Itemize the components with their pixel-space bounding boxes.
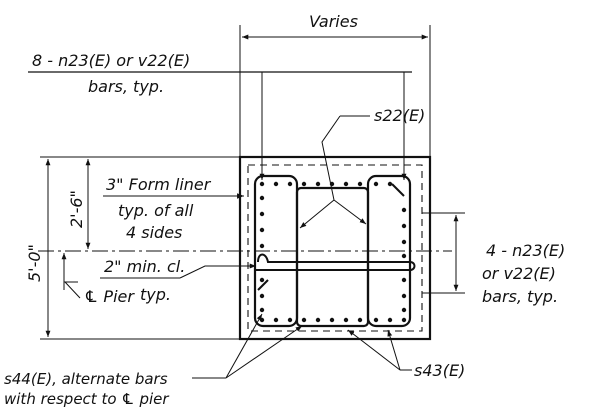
rebar-dots [259, 181, 407, 323]
stirrup-hoops [253, 174, 416, 328]
label-s22: s22(E) [374, 106, 425, 125]
label-dim-5-0: 5'-0" [25, 244, 44, 282]
label-right-bars-1: 4 - n23(E) [486, 241, 565, 260]
s44-leaders [192, 313, 303, 379]
label-pier-cl: ℄ Pier [84, 287, 135, 306]
label-right-bars-3: bars, typ. [482, 287, 558, 306]
label-min-clear-1: 2" min. cl. [104, 257, 185, 276]
label-dim-2-6: 2'-6" [67, 190, 86, 228]
form-liner-outline [247, 164, 423, 332]
label-form-liner-3: 4 sides [126, 223, 182, 242]
right-bars-leader [422, 212, 465, 294]
label-form-liner-2: typ. of all [118, 201, 194, 220]
label-min-clear-2: typ. [140, 285, 171, 304]
pier-cl-leader [61, 253, 81, 299]
label-varies: Varies [309, 12, 358, 31]
center-hoop [295, 186, 370, 328]
label-form-liner-1: 3" Form liner [106, 175, 212, 194]
label-top-bars-1: 8 - n23(E) or v22(E) [32, 51, 190, 70]
label-right-bars-2: or v22(E) [482, 264, 556, 283]
min-clear-leader [100, 263, 256, 279]
top-bars-leader [28, 71, 412, 180]
pier-outline [238, 155, 432, 341]
s22-leaders [299, 115, 370, 229]
label-s44-1: s44(E), alternate bars [4, 370, 168, 388]
cross-tie-upper [257, 253, 410, 263]
hook-bl [257, 279, 269, 291]
label-s43: s43(E) [414, 361, 465, 380]
label-top-bars-2: bars, typ. [88, 77, 164, 96]
s43-leaders [347, 329, 412, 371]
dim-5-0 [40, 156, 240, 340]
cross-tie-lower [256, 261, 416, 271]
varies-dimension [239, 25, 431, 157]
label-s44-2: with respect to ℄ pier [4, 390, 169, 408]
hook-tr [391, 183, 405, 197]
